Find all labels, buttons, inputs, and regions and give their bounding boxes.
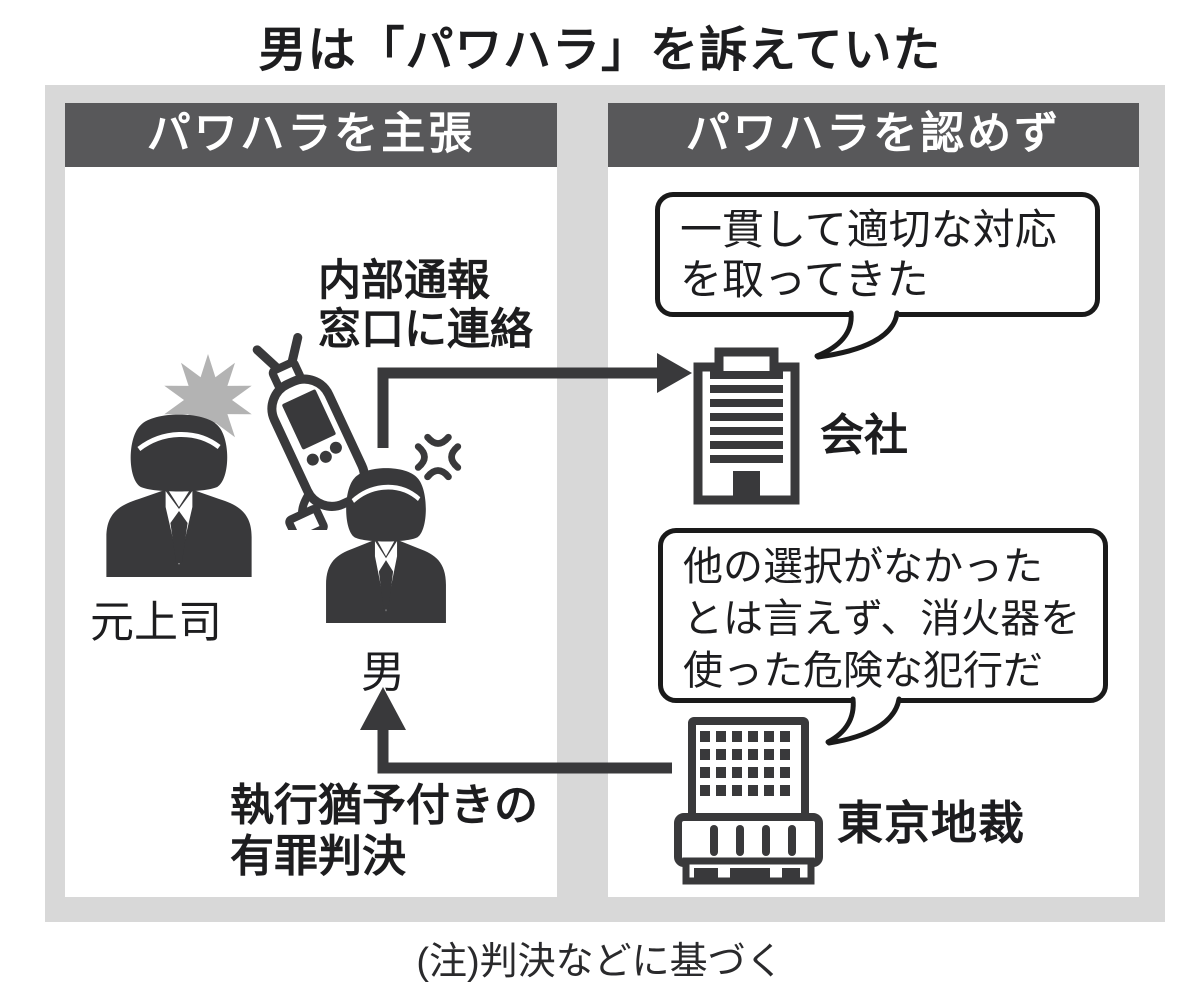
panel-deny-header: パワハラを認めず xyxy=(608,103,1139,167)
report-label: 内部通報 窓口に連絡 xyxy=(318,257,533,354)
page-title: 男は「パワハラ」を訴えていた xyxy=(258,24,942,77)
anger-mark-icon xyxy=(414,433,462,481)
court-label: 東京地裁 xyxy=(837,797,1025,849)
diagram-board: パワハラを主張 パワハラを認めず xyxy=(45,85,1165,922)
former-boss-person-icon xyxy=(106,414,252,577)
company-label: 会社 xyxy=(820,411,908,460)
court-speech-bubble: 他の選択がなかった とは言えず、消火器を 使った危険な犯行だ xyxy=(658,528,1108,703)
source-note: (注)判決などに基づく xyxy=(416,941,784,983)
panel-claim-header: パワハラを主張 xyxy=(65,103,557,167)
company-speech-bubble: 一貫して適切な対応 を取ってきた xyxy=(655,192,1100,317)
former-boss-label: 元上司 xyxy=(90,598,222,647)
verdict-label: 執行猶予付きの 有罪判決 xyxy=(230,781,538,881)
court-building-icon xyxy=(674,717,823,885)
company-building-icon xyxy=(693,347,800,505)
fire-extinguisher-icon xyxy=(252,333,369,530)
man-label: 男 xyxy=(361,648,405,697)
man-person-icon xyxy=(326,468,446,623)
